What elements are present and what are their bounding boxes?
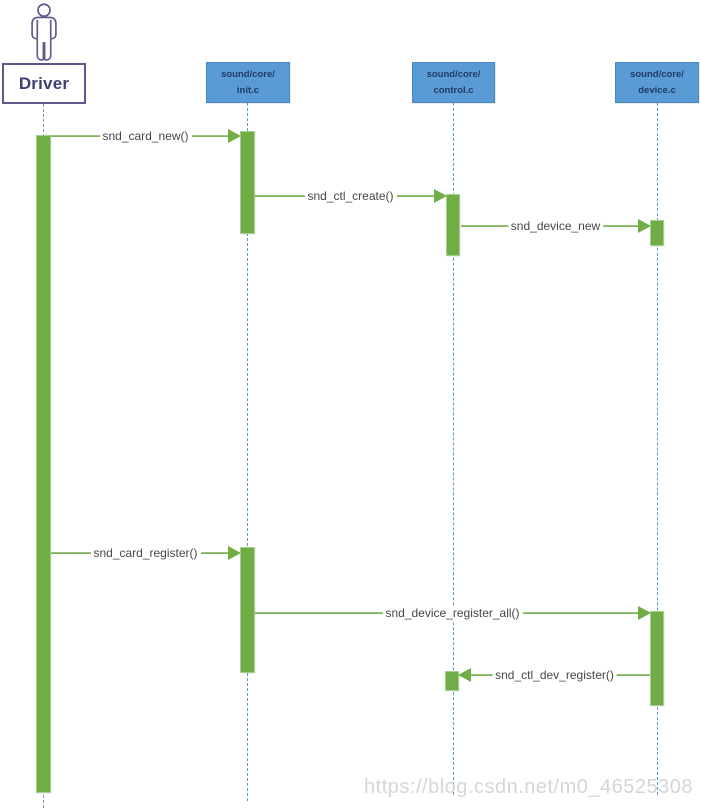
message-snd-device-new: snd_device_new — [461, 219, 651, 233]
message-snd-card-new: snd_card_new() — [51, 129, 241, 143]
message-label: snd_card_new() — [99, 129, 192, 143]
message-snd-ctl-create: snd_ctl_create() — [255, 189, 447, 203]
message-label: snd_device_new — [507, 219, 604, 233]
participant-device-label-line1: sound/core/ — [630, 68, 684, 80]
arrow-right-icon — [638, 606, 651, 620]
participant-device-header: sound/core/ device.c — [615, 62, 699, 103]
init-lifeline — [247, 103, 248, 801]
participant-device-label-line2: device.c — [638, 84, 676, 96]
arrow-right-icon — [228, 546, 241, 560]
arrow-right-icon — [228, 129, 241, 143]
actor-driver-label: Driver — [18, 73, 70, 93]
control-lifeline — [453, 103, 454, 795]
participant-init-label-line1: sound/core/ — [221, 68, 275, 80]
device-activation-1 — [650, 220, 664, 246]
device-lifeline — [657, 103, 658, 795]
message-label: snd_ctl_dev_register() — [492, 668, 617, 682]
init-activation-1 — [240, 131, 255, 234]
actor-icon — [31, 3, 57, 61]
message-snd-device-register-all: snd_device_register_all() — [255, 606, 651, 620]
arrow-right-icon — [638, 219, 651, 233]
message-label: snd_card_register() — [90, 546, 201, 560]
device-activation-2 — [650, 611, 664, 706]
participant-init-header: sound/core/ init.c — [206, 62, 290, 103]
participant-control-label-line1: sound/core/ — [426, 68, 481, 80]
participant-control-label-line2: control.c — [433, 84, 474, 96]
arrow-left-icon — [458, 668, 471, 682]
control-activation-2 — [445, 671, 459, 691]
participant-init-label-line2: init.c — [236, 84, 260, 96]
actor-driver-box: Driver — [2, 63, 86, 104]
message-label: snd_device_register_all() — [382, 606, 523, 620]
watermark-url: https://blog.csdn.net/m0_46525308 — [364, 776, 693, 798]
message-label: snd_ctl_create() — [304, 189, 397, 203]
participant-control-header: sound/core/ control.c — [412, 62, 495, 103]
control-activation-1 — [446, 194, 460, 256]
init-activation-2 — [240, 547, 255, 673]
arrow-right-icon — [434, 189, 447, 203]
message-snd-ctl-dev-register: snd_ctl_dev_register() — [458, 668, 650, 682]
message-snd-card-register: snd_card_register() — [51, 546, 241, 560]
driver-activation — [36, 135, 51, 793]
